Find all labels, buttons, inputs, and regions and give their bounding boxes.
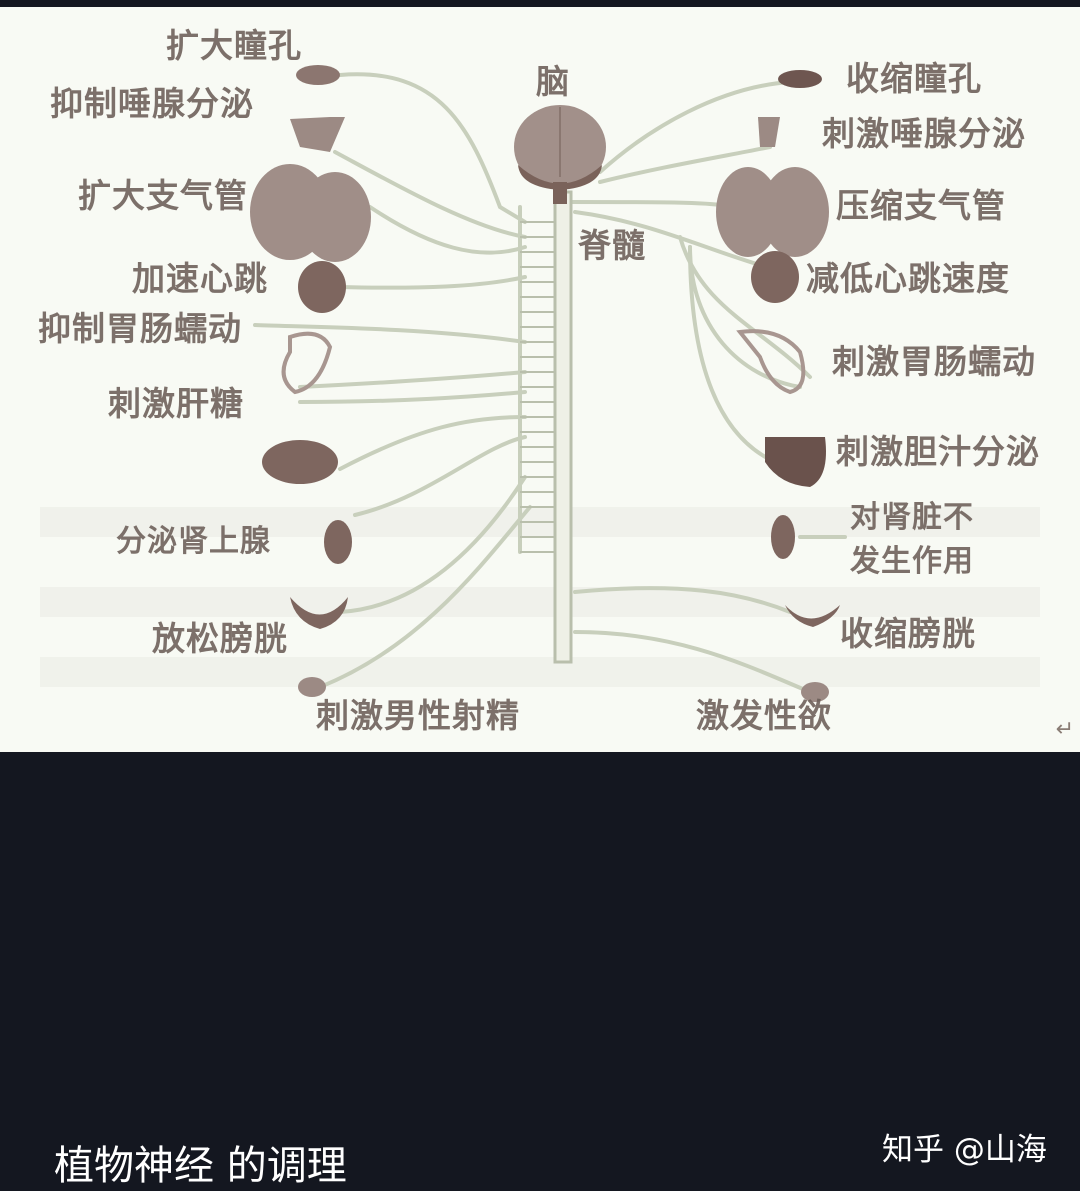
right-label-contract-bladder: 收缩膀胱 xyxy=(840,614,976,653)
left-label-stimulate-glycogen: 刺激肝糖 xyxy=(108,384,244,423)
left-label-dilate-bronchi: 扩大支气管 xyxy=(78,176,248,215)
return-symbol-icon: ↵ xyxy=(1055,717,1074,742)
right-label-slow-heart: 减低心跳速度 xyxy=(806,259,1010,298)
left-label-stimulate-ejaculation: 刺激男性射精 xyxy=(316,696,520,735)
right-label-stimulate-peristalsis: 刺激胃肠蠕动 xyxy=(832,342,1036,381)
brain-label: 脑 xyxy=(536,62,570,101)
image-caption: 植物神经 的调理 xyxy=(54,1143,347,1189)
left-label-secrete-adrenaline: 分泌肾上腺 xyxy=(116,524,271,559)
left-label-accelerate-heart: 加速心跳 xyxy=(132,259,268,298)
left-label-inhibit-peristalsis: 抑制胃肠蠕动 xyxy=(38,309,242,348)
spinal-cord-label: 脊髓 xyxy=(578,226,646,265)
right-label-constrict-pupil: 收缩瞳孔 xyxy=(846,59,982,98)
right-label-arousal: 激发性欲 xyxy=(696,696,832,735)
left-label-relax-bladder: 放松膀胱 xyxy=(152,619,288,658)
right-label-stimulate-saliva: 刺激唾腺分泌 xyxy=(822,114,1026,153)
right-label-kidney-line1: 对肾脏不 xyxy=(850,500,974,535)
right-label-stimulate-bile: 刺激胆汁分泌 xyxy=(836,432,1040,471)
diagram-artwork xyxy=(40,65,1040,702)
left-label-inhibit-saliva: 抑制唾腺分泌 xyxy=(50,84,254,123)
right-label-kidney-line2: 发生作用 xyxy=(850,544,974,579)
right-label-constrict-bronchi: 压缩支气管 xyxy=(836,186,1006,225)
nervous-system-diagram: 脑 脊髓 扩大瞳孔 抑制唾腺分泌 扩大支气管 加速心跳 抑制胃肠蠕动 刺激肝糖 … xyxy=(0,7,1080,752)
left-label-dilate-pupil: 扩大瞳孔 xyxy=(166,26,302,65)
source-watermark: 知乎 @山海 xyxy=(882,1132,1047,1168)
top-strip xyxy=(0,0,1080,7)
brain-icon xyxy=(514,105,606,204)
